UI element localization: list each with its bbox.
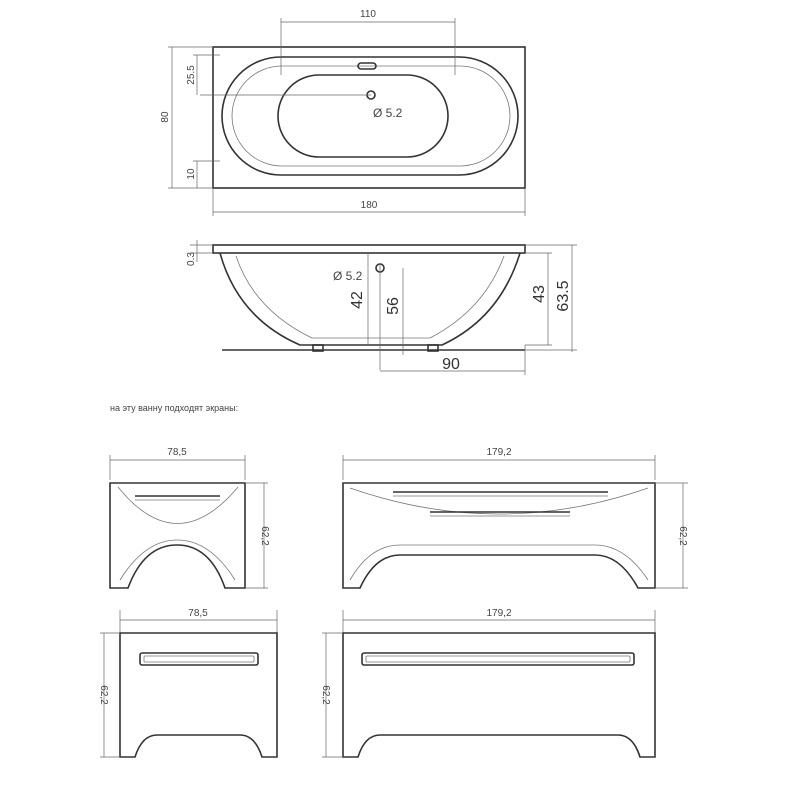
top-view-outer-basin	[221, 56, 519, 176]
panel-flat-long-height: 62,2	[320, 685, 331, 705]
dim-length: 180	[361, 200, 378, 211]
side-view-body	[219, 252, 521, 346]
panel-curved-short-width: 78,5	[167, 447, 187, 458]
support-leg-right	[427, 344, 439, 352]
dim-drain-distance: 90	[442, 356, 460, 373]
support-leg-left	[312, 344, 324, 352]
dim-drain-height: 56	[385, 297, 402, 315]
dim-drain-offset: 25.5	[186, 65, 197, 85]
dim-rim-thickness: 0.3	[186, 252, 197, 266]
panel-flat-long-outline	[342, 632, 656, 758]
top-view-inner-basin	[231, 65, 511, 167]
panel-flat-long-width: 179,2	[486, 608, 511, 619]
panel-curved-short-outline	[109, 482, 246, 589]
dim-width: 80	[160, 111, 171, 123]
panel-flat-long: 179,2 62,2	[320, 608, 656, 758]
dim-drain-diameter-top: Ø 5.2	[373, 106, 403, 120]
overflow-icon	[357, 62, 377, 70]
dim-rim-width: 110	[360, 9, 376, 20]
dim-total-height: 63.5	[555, 280, 572, 311]
top-view: 110 25.5 80 10 180 Ø 5.2	[160, 9, 526, 216]
panel-curved-long-width: 179,2	[486, 447, 511, 458]
panel-flat-short-height: 62,2	[98, 685, 109, 705]
panel-curved-long-height: 62,2	[677, 526, 688, 546]
dim-edge: 10	[186, 168, 197, 180]
panel-flat-short-outline	[119, 632, 278, 758]
panel-flat-short: 78,5 62,2	[98, 608, 278, 758]
panel-curved-short-height: 62,2	[259, 526, 270, 546]
panels-note: на эту ванну подходят экраны:	[110, 403, 238, 413]
dim-drain-diameter-side: Ø 5.2	[333, 269, 363, 283]
dim-bath-height: 43	[531, 285, 548, 303]
top-view-basin-bottom	[277, 74, 449, 158]
panel-flat-short-width: 78,5	[188, 608, 208, 619]
side-view-rim	[212, 244, 526, 254]
top-view-rim	[212, 46, 526, 189]
panel-curved-short: 78,5 62,2	[109, 447, 270, 589]
panel-curved-long: 179,2 62,2	[342, 447, 688, 589]
side-view: 0.3 42 56 43 63.5 90 Ø 5.2	[186, 240, 577, 375]
dim-inner-depth: 42	[349, 291, 366, 309]
panel-curved-long-outline	[342, 482, 656, 589]
